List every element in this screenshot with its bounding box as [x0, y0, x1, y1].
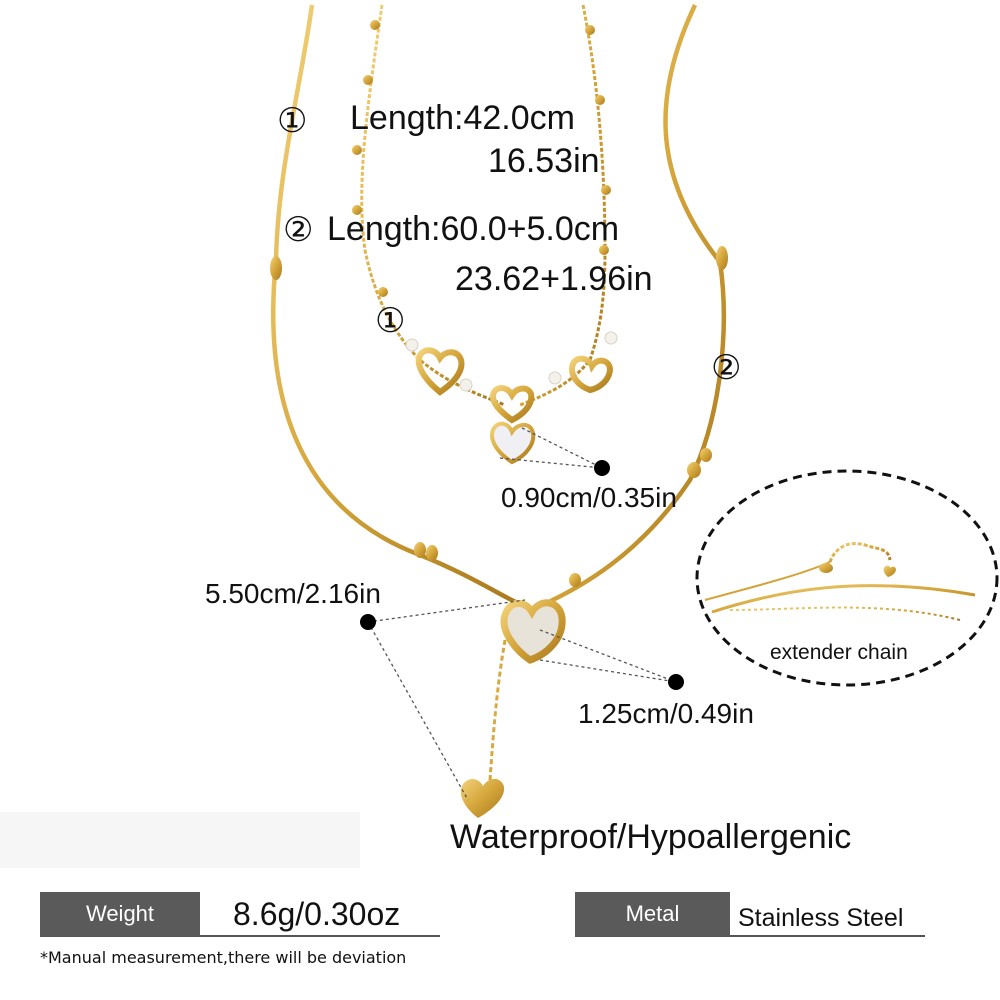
extender-inset-ring — [695, 469, 999, 687]
necklace-1-marker: ① — [277, 101, 308, 141]
measure-dot — [668, 674, 684, 690]
weight-value: 8.6g/0.30oz — [233, 896, 401, 932]
crystal-heart-charm — [490, 421, 536, 465]
shell-heart-pendant — [500, 599, 566, 664]
necklace-2-length-in: 23.62+1.96in — [455, 260, 653, 298]
necklace-1-length-in: 16.53in — [488, 142, 600, 180]
metal-value: Stainless Steel — [738, 904, 904, 932]
features-text: Waterproof/Hypoallergenic — [450, 818, 852, 856]
long-snake-chain — [539, 4, 726, 609]
necklace-1-length-cm: Length:42.0cm — [350, 99, 575, 137]
short-link-chain — [360, 4, 506, 407]
measure-dot — [594, 460, 610, 476]
gold-heart-charm — [460, 778, 505, 818]
shell-heart-dimension: 1.25cm/0.49in — [578, 698, 754, 729]
metal-label: Metal — [575, 892, 730, 936]
weight-label: Weight — [40, 892, 200, 936]
necklace-2-length-cm: Length:60.0+5.0cm — [327, 210, 620, 248]
measurement-footnote: *Manual measurement,there will be deviat… — [40, 948, 407, 967]
measure-dot — [360, 614, 376, 630]
extender-chain-label: extender chain — [770, 641, 908, 664]
pendant-drop-dimension: 5.50cm/2.16in — [205, 578, 381, 609]
short-link-chain — [519, 4, 607, 407]
necklace-2-marker-label: ② — [283, 210, 314, 250]
small-heart-dimension: 0.90cm/0.35in — [501, 482, 677, 513]
long-snake-chain — [271, 4, 521, 607]
necklace-1-chain-marker: ① — [375, 301, 406, 341]
necklace-2-chain-marker: ② — [711, 348, 742, 388]
